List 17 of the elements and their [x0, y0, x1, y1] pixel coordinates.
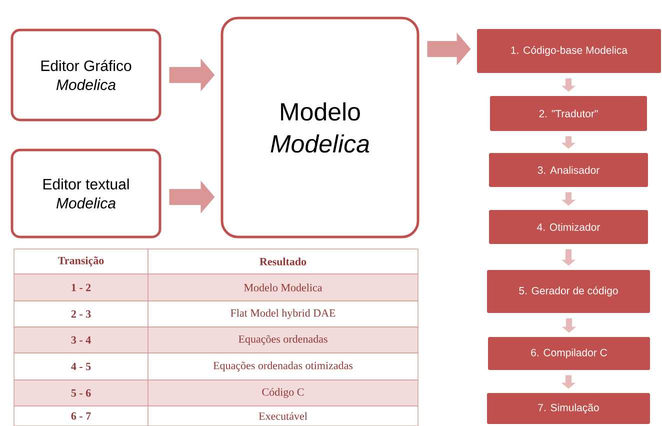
table-cell: 2 - 3: [14, 300, 148, 328]
table-cell: 6 - 7: [14, 406, 148, 426]
editor-box: Editor Gráfico Modelica: [10, 28, 162, 122]
step-box: 4. Otimizador: [489, 210, 648, 244]
step-box: 1. Código-base Modelica: [477, 29, 661, 73]
model-box: Modelo Modelica: [220, 16, 420, 238]
table-cell: 4 - 5: [14, 352, 148, 380]
step-box: 2. "Tradutor": [490, 96, 647, 131]
editor-box: Editor textual Modelica: [10, 148, 162, 238]
table-cell: 1 - 2: [14, 274, 148, 302]
step-box: 5. Gerador de código: [487, 270, 650, 313]
table-cell: 3 - 4: [14, 326, 148, 354]
step-box: 7. Simulação: [487, 393, 650, 424]
header-cell: Transição: [14, 248, 148, 274]
step-box: 6. Compilador C: [488, 337, 650, 370]
step-box: 3. Analisador: [489, 153, 648, 187]
table-cell: 5 - 6: [14, 380, 148, 406]
